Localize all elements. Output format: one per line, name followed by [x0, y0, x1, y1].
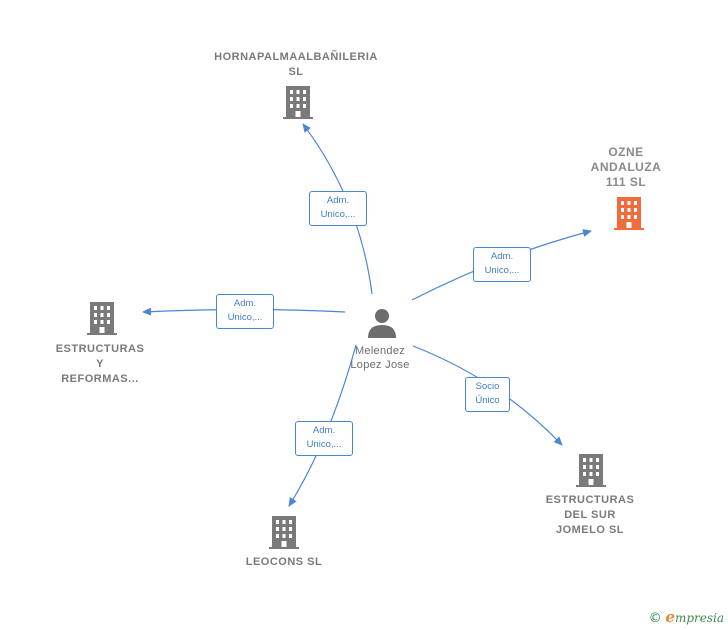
copyright-icon: ©: [648, 611, 662, 626]
brand-footer: © empresia: [649, 608, 724, 626]
edge-role-line: Unico,...: [306, 439, 342, 450]
company-label-estructuras-sur[interactable]: ESTRUCTURAS DEL SUR JOMELO SL: [530, 493, 650, 538]
company-name-line: LEOCONS SL: [245, 556, 323, 568]
company-name-line: ANDALUZA: [590, 160, 662, 174]
company-label-estructuras-reformas[interactable]: ESTRUCTURAS Y REFORMAS...: [40, 342, 160, 387]
edge-role-line: Adm.: [490, 251, 514, 262]
company-name-line: JOMELO SL: [555, 524, 625, 536]
edge-label-ozne[interactable]: Adm. Unico,...: [473, 247, 531, 282]
edge-label-estructuras-reformas[interactable]: Adm. Unico,...: [216, 294, 274, 329]
brand-initial: e: [665, 608, 675, 626]
company-name-line: ESTRUCTURAS: [545, 494, 635, 506]
edge-role-line: Adm.: [233, 298, 257, 309]
edge-role-line: Socio: [475, 381, 500, 392]
brand-name: mpresia: [674, 611, 724, 625]
company-label-ozne[interactable]: OZNE ANDALUZA 111 SL: [576, 145, 676, 190]
company-name-line: ESTRUCTURAS: [55, 343, 145, 355]
edge-role-line: Unico,...: [484, 265, 520, 276]
edge-role-line: Unico,...: [227, 312, 263, 323]
company-name-line: DEL SUR: [564, 509, 616, 521]
edge-role-line: Unico,...: [320, 209, 356, 220]
company-name-line: SL: [288, 66, 304, 78]
building-icon[interactable]: [282, 84, 314, 120]
company-name-line: 111 SL: [605, 175, 647, 189]
edge-label-leocons[interactable]: Adm. Unico,...: [295, 421, 353, 456]
building-icon[interactable]: [86, 300, 118, 336]
company-name-line: REFORMAS...: [61, 373, 139, 385]
person-name-line: Lopez Jose: [350, 359, 410, 371]
person-icon[interactable]: [365, 305, 399, 339]
edge-role-line: Único: [475, 395, 500, 406]
edge-role-line: Adm.: [326, 195, 350, 206]
building-icon[interactable]: [268, 514, 300, 550]
person-label[interactable]: Melendez Lopez Jose: [330, 344, 430, 372]
company-label-hornapalma[interactable]: HORNAPALMAALBAÑILERIA SL: [196, 50, 396, 80]
company-name-line: Y: [96, 358, 104, 370]
person-name-line: Melendez: [354, 345, 406, 357]
building-icon-highlight[interactable]: [613, 195, 645, 231]
edge-label-hornapalma[interactable]: Adm. Unico,...: [309, 191, 367, 226]
building-icon[interactable]: [575, 452, 607, 488]
company-name-line: OZNE: [608, 145, 644, 159]
edge-label-estructuras-sur[interactable]: Socio Único: [465, 377, 510, 412]
edge-role-line: Adm.: [312, 425, 336, 436]
company-name-line: HORNAPALMAALBAÑILERIA: [214, 51, 378, 63]
company-label-leocons[interactable]: LEOCONS SL: [224, 555, 344, 570]
